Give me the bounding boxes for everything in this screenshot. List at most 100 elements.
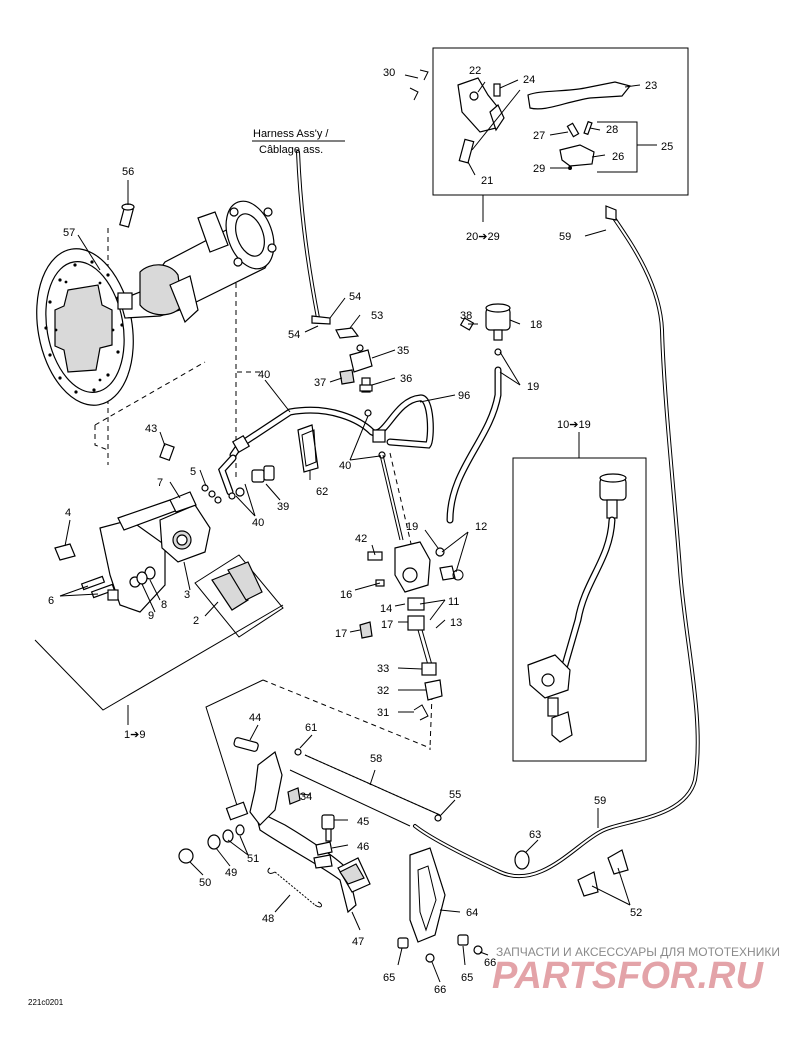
clip-37 (339, 369, 355, 385)
part-label: 36 (400, 373, 412, 385)
watermark-logo: PARTSFOR.RU (492, 955, 764, 997)
caliper-3 (159, 491, 211, 563)
part-label: 58 (370, 753, 382, 765)
fitting-35 (349, 344, 373, 373)
part-label: 49 (225, 867, 237, 879)
master-cylinder (367, 541, 464, 593)
part-label: 54 (349, 291, 361, 303)
harness-label-line2: Câblage ass. (259, 144, 323, 156)
part-label: 42 (355, 533, 367, 545)
bolts-65-66 (397, 934, 483, 963)
connector-53 (335, 327, 360, 339)
part-label: 48 (262, 913, 274, 925)
pedal-arm (225, 750, 283, 826)
part-label: 66 (434, 984, 446, 996)
part-label: 30 (383, 67, 395, 79)
reservoir-18 (485, 303, 511, 341)
drawing-code: 221c0201 (28, 998, 64, 1007)
part-label: 32 (377, 685, 389, 697)
part-label: 38 (460, 310, 472, 322)
pins-5 (201, 484, 222, 504)
axle-hub (117, 200, 277, 324)
part-label: 19 (527, 381, 539, 393)
part-label: 25 (661, 141, 673, 153)
part-label: 13 (450, 617, 462, 629)
part-label: 62 (316, 486, 328, 498)
part-label: 18 (530, 319, 542, 331)
nut-17 (359, 621, 373, 639)
part-label: 44 (249, 712, 261, 724)
part-label: 4 (65, 507, 71, 519)
part-label: 55 (449, 789, 461, 801)
part-label: 56 (122, 166, 134, 178)
part-label: 16 (340, 589, 352, 601)
bushing-8-9 (136, 566, 156, 585)
bracket-64 (409, 847, 446, 943)
part-label: 47 (352, 936, 364, 948)
part-label: 64 (466, 907, 478, 919)
part-label: 34 (300, 791, 312, 803)
part-label: 12 (475, 521, 487, 533)
part-label: 6 (48, 595, 54, 607)
part-label: 37 (314, 377, 326, 389)
part-label: 28 (606, 124, 618, 136)
clamp-63 (514, 850, 530, 870)
part-label: 59 (559, 231, 571, 243)
pin-24 (493, 83, 501, 97)
part-label: 52 (630, 907, 642, 919)
part-label: 66 (484, 957, 496, 969)
part-label: 33 (377, 663, 389, 675)
part-label: 27 (533, 130, 545, 142)
part-label: 24 (523, 74, 535, 86)
lever-23 (527, 81, 632, 110)
cable-59 (413, 205, 700, 879)
part-label: 65 (383, 972, 395, 984)
part-label: 11 (448, 596, 459, 608)
part-label: 29 (533, 163, 545, 175)
part-label: 39 (277, 501, 289, 513)
part-label: 17 (381, 619, 393, 631)
bolt-43 (159, 442, 175, 462)
bracket-62 (297, 424, 319, 473)
part-labels: 1➔9 2 3 4 5 6 7 8 9 10➔19 11 12 13 14 16… (48, 65, 673, 996)
part-label: 59 (594, 795, 606, 807)
harness-label-line1: Harness Ass'y / (253, 128, 329, 140)
part-label: 17 (335, 628, 347, 640)
lever-subbox-25 (597, 121, 638, 173)
bolt-45 (321, 814, 335, 842)
part-label: 50 (199, 877, 211, 889)
bolt-56 (119, 203, 135, 228)
part-label: 9 (148, 610, 154, 622)
part-label: 54 (288, 329, 300, 341)
watermark-tagline: ЗАПЧАСТИ И АКСЕССУАРЫ ДЛЯ МОТОТЕХНИКИ (496, 945, 780, 959)
brake-pads-box (194, 554, 284, 638)
part-label: 5 (190, 466, 196, 478)
part-label: 43 (145, 423, 157, 435)
caliper-bracket (99, 499, 179, 613)
part-label: 1➔9 (124, 729, 145, 741)
part-label: 20➔29 (466, 231, 500, 243)
lever-bracket-22 (457, 77, 505, 133)
washers-49-50-51 (178, 824, 245, 864)
fitting-39 (228, 465, 275, 500)
brake-disc (36, 248, 134, 406)
part-label: 53 (371, 310, 383, 322)
part-label: 51 (247, 853, 259, 865)
clip-30 (409, 69, 429, 101)
part-label: 23 (645, 80, 657, 92)
part-label: 26 (612, 151, 624, 163)
pedal-group-box-left (205, 679, 264, 816)
spring-58 (304, 754, 441, 816)
caliper-group-box (34, 604, 284, 711)
part-label: 21 (481, 175, 493, 187)
screw-36 (359, 377, 373, 393)
brake-pads-2 (211, 561, 263, 611)
part-label: 2 (193, 615, 199, 627)
part-label: 3 (184, 589, 190, 601)
pin-61 (294, 748, 302, 756)
pedal-group-box (262, 679, 431, 750)
screw-21 (458, 138, 475, 164)
part-label: 7 (157, 477, 163, 489)
clips-46 (313, 841, 333, 869)
